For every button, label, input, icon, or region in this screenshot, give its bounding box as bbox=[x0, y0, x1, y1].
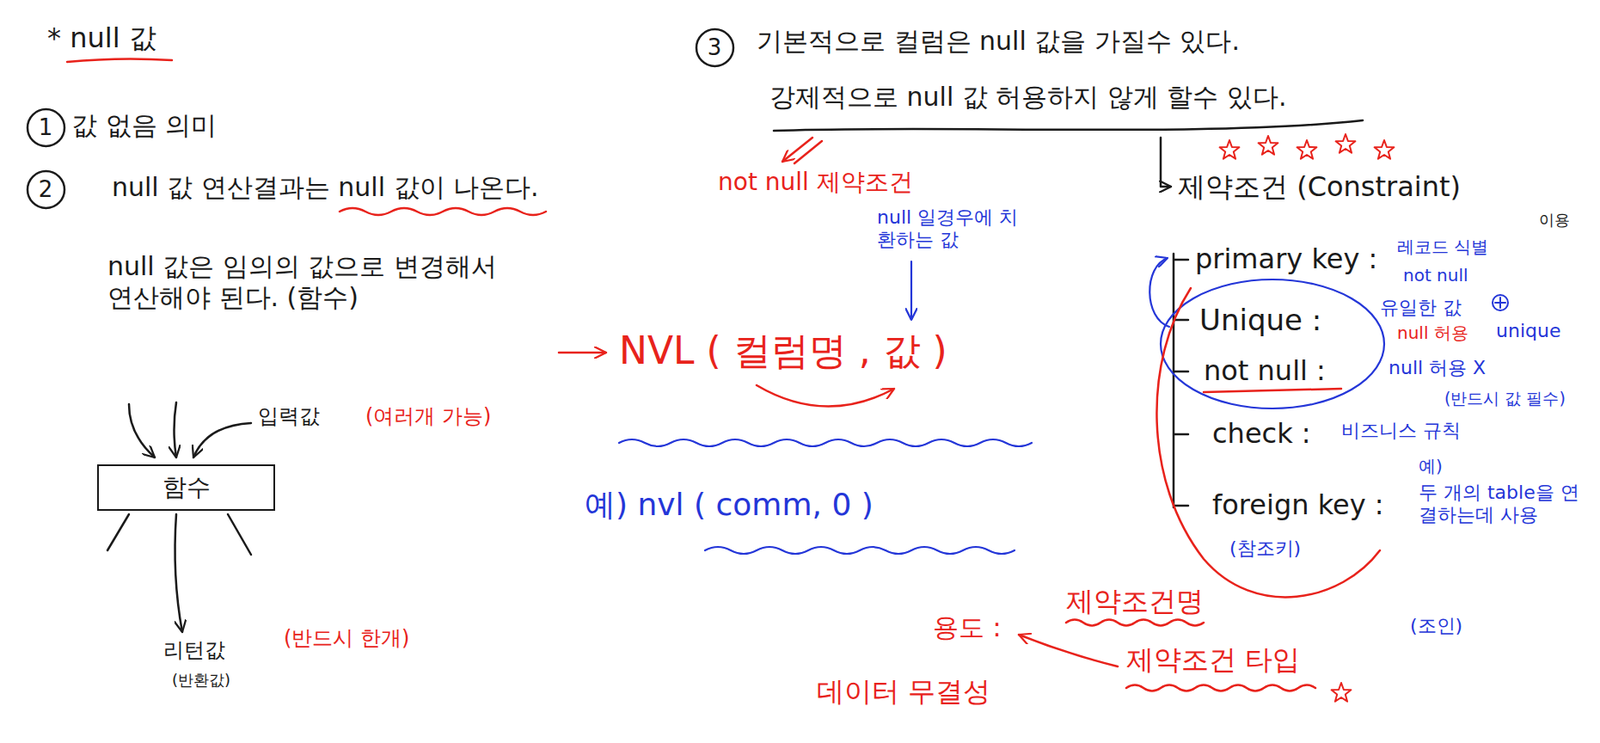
wavy-line bbox=[704, 546, 1015, 554]
note-text: 이용 bbox=[1538, 210, 1570, 230]
note-text: not null bbox=[1403, 264, 1469, 286]
star bbox=[1258, 135, 1279, 155]
node-text: 3 bbox=[707, 35, 723, 61]
wavy-underline bbox=[1126, 685, 1316, 692]
input-arrow bbox=[128, 404, 155, 458]
step-number: 3 bbox=[694, 27, 736, 68]
note-text: null 허용 X bbox=[1388, 356, 1486, 380]
circle-outline bbox=[696, 29, 734, 67]
note-text: 기본적으로 컬럼은 null 값을 가질수 있다. bbox=[756, 25, 1240, 57]
input-arrow bbox=[193, 422, 252, 458]
double-arrow bbox=[794, 140, 822, 164]
wavy-underline bbox=[1066, 619, 1204, 626]
note-text: foreign key : bbox=[1212, 488, 1385, 522]
note-text: 데이터 무결성 bbox=[816, 674, 991, 708]
constraint-loop bbox=[1156, 288, 1380, 597]
note-text: check : bbox=[1212, 416, 1312, 450]
node-text: 함수 bbox=[162, 474, 211, 502]
note-text: primary key : bbox=[1195, 242, 1378, 276]
loop-arrow bbox=[1149, 257, 1170, 327]
star bbox=[1336, 134, 1356, 154]
note-text: (참조키) bbox=[1229, 537, 1301, 560]
function-box: 함수 bbox=[97, 464, 276, 511]
title-underline bbox=[67, 58, 172, 62]
nvl-arrow bbox=[558, 351, 607, 355]
circle-outline bbox=[27, 171, 65, 209]
note-text: (여러개 가능) bbox=[365, 404, 491, 430]
note-text: null 값은 임의의 값으로 변경해서 연산해야 된다. (함수) bbox=[107, 251, 512, 313]
note-text: null 값 연산결과는 null 값이 나온다. bbox=[111, 171, 540, 203]
note-text: 제약조건명 bbox=[1066, 584, 1204, 618]
node-text: 2 bbox=[38, 177, 54, 203]
note-text: 비즈니스 규칙 bbox=[1341, 419, 1461, 442]
note-text: 유일한 값 bbox=[1379, 296, 1462, 319]
note-text: null 허용 bbox=[1397, 322, 1469, 344]
star bbox=[1331, 682, 1352, 702]
note-text: (조인) bbox=[1409, 614, 1463, 638]
double-arrow bbox=[782, 137, 813, 162]
note-text: 강제적으로 null 값 허용하지 않게 할수 있다. bbox=[769, 81, 1287, 113]
note-title: * null 값 bbox=[47, 21, 157, 55]
note-text: Unique : bbox=[1199, 302, 1322, 338]
note-text: NVL ( 컬럼명 , 값 ) bbox=[619, 328, 948, 374]
output-arrow bbox=[175, 514, 183, 632]
note-text: (반환값) bbox=[171, 670, 231, 690]
note-text: 용도 : bbox=[932, 612, 1002, 644]
note-text: 값 없음 의미 bbox=[71, 110, 217, 141]
note-text: 제약조건 타입 bbox=[1126, 643, 1300, 676]
step-number: 2 bbox=[25, 169, 67, 210]
group-ellipse bbox=[1160, 279, 1385, 409]
output-stroke bbox=[227, 514, 252, 555]
note-text: (반드시 한개) bbox=[283, 625, 410, 651]
node-text: 1 bbox=[38, 115, 54, 141]
star bbox=[1297, 140, 1318, 160]
wavy-underline bbox=[339, 208, 546, 215]
plus-sign bbox=[1495, 297, 1506, 308]
input-arrow bbox=[174, 402, 178, 458]
underline bbox=[1203, 388, 1342, 393]
note-text: not null : bbox=[1203, 354, 1326, 387]
note-text: 예) bbox=[1418, 455, 1443, 477]
note-text: 제약조건 (Constraint) bbox=[1177, 170, 1461, 203]
note-text: unique bbox=[1495, 319, 1561, 343]
star bbox=[1219, 140, 1240, 160]
note-text: (반드시 값 필수) bbox=[1444, 388, 1566, 409]
purpose-arrow bbox=[1018, 634, 1118, 667]
step-number: 1 bbox=[25, 107, 67, 148]
plus-circle bbox=[1492, 294, 1509, 311]
corner-arrow bbox=[1160, 137, 1171, 187]
note-text: 리턴값 bbox=[163, 637, 226, 663]
note-text: 두 개의 table을 연결하는데 사용 bbox=[1418, 481, 1582, 528]
wavy-line bbox=[619, 439, 1032, 447]
note-text: 입력값 bbox=[257, 404, 320, 430]
star bbox=[1374, 140, 1395, 160]
note-text: 레코드 식별 bbox=[1397, 236, 1489, 258]
circle-outline bbox=[27, 109, 65, 147]
replace-arrow bbox=[910, 261, 913, 320]
output-stroke bbox=[107, 514, 129, 551]
note-text: not null 제약조건 bbox=[717, 167, 914, 197]
nvl-arc bbox=[756, 385, 895, 407]
bracket-line bbox=[773, 120, 1363, 131]
note-text: null 일경우에 치환하는 값 bbox=[876, 206, 1028, 252]
note-text: 예) nvl ( comm, 0 ) bbox=[584, 485, 874, 523]
